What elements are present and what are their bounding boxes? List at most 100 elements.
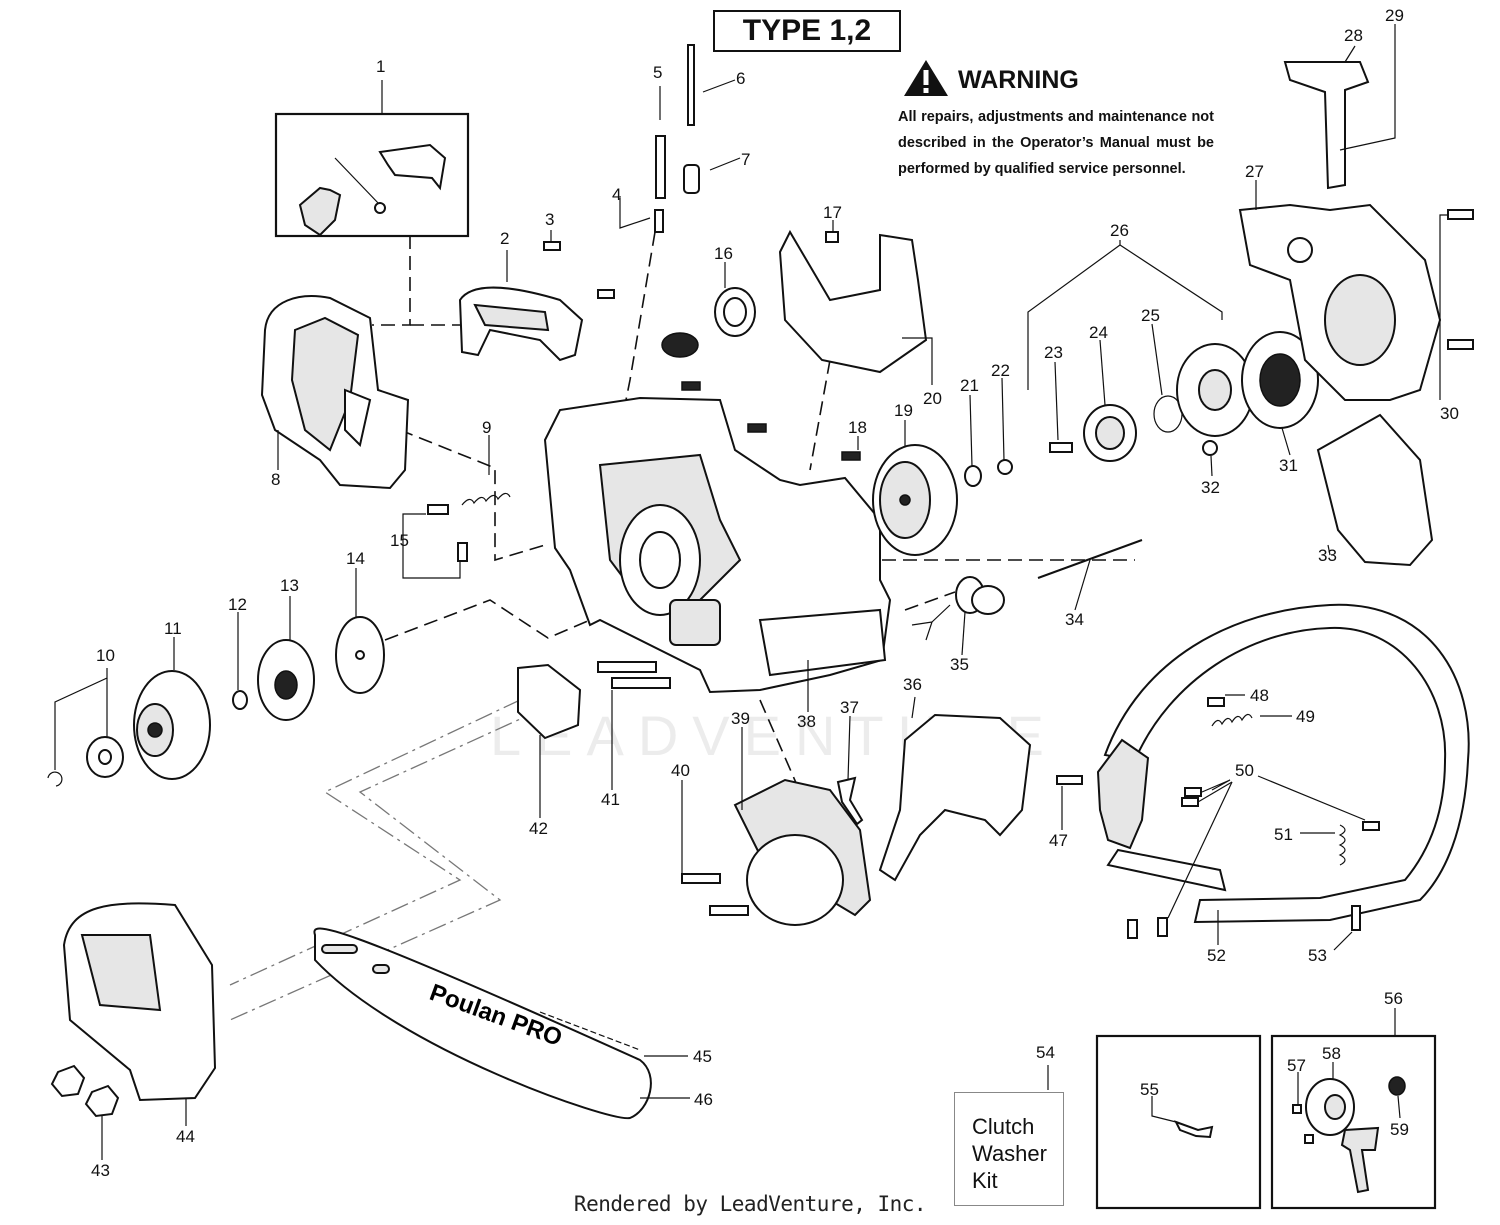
warning-triangle-icon — [904, 60, 948, 96]
screws — [427, 44, 1474, 562]
trigger-kit-box — [274, 112, 470, 238]
nuts-43 — [50, 1064, 120, 1118]
callout-45: 45 — [693, 1047, 712, 1066]
callout-57: 57 — [1287, 1056, 1306, 1075]
callout-30: 30 — [1440, 404, 1459, 423]
callout-32: 32 — [1201, 478, 1220, 497]
part-55 — [1173, 1120, 1214, 1139]
callout-11: 11 — [164, 619, 182, 638]
callout-27: 27 — [1245, 162, 1264, 181]
callout-23: 23 — [1044, 343, 1063, 362]
chain-brake-36 — [878, 713, 1032, 882]
clips-18 — [681, 381, 861, 461]
callout-42: 42 — [529, 819, 548, 838]
callout-49: 49 — [1296, 707, 1315, 726]
kit-box-56 — [1270, 1034, 1437, 1210]
callout-24: 24 — [1089, 323, 1108, 342]
starter-parts — [1083, 331, 1319, 462]
warning-heading: WARNING — [958, 66, 1079, 94]
starter-handle-28 — [1283, 61, 1370, 190]
callout-2: 2 — [500, 229, 509, 248]
callout-5: 5 — [653, 63, 662, 82]
front-handle-52 — [1103, 603, 1470, 924]
callout-20: 20 — [923, 389, 942, 408]
callout-46: 46 — [694, 1090, 713, 1109]
guide-bar-46: Poulan PRO — [313, 927, 652, 1120]
footer-credit: Rendered by LeadVenture, Inc. — [573, 1192, 927, 1216]
callout-38: 38 — [797, 712, 816, 731]
brake-band-39 — [733, 778, 872, 926]
shield-20 — [778, 229, 928, 374]
callout-43: 43 — [91, 1161, 110, 1180]
callout-28: 28 — [1344, 26, 1363, 45]
callout-1: 1 — [376, 57, 385, 76]
flywheel-19 — [872, 444, 958, 556]
handle-cover-2 — [458, 286, 584, 362]
callout-40: 40 — [671, 761, 690, 780]
rear-handle-8 — [260, 295, 410, 490]
callout-9: 9 — [482, 418, 491, 437]
callout-4: 4 — [612, 185, 621, 204]
callout-22: 22 — [991, 361, 1010, 380]
callout-37: 37 — [840, 698, 859, 717]
callout-48: 48 — [1250, 686, 1269, 705]
callout-51: 51 — [1274, 825, 1293, 844]
clutch-washer-kit-box: Clutch Washer Kit — [954, 1092, 1064, 1206]
callout-21: 21 — [960, 376, 979, 395]
kit-line-2: Washer — [972, 1141, 1047, 1166]
callout-8: 8 — [271, 470, 280, 489]
callout-59: 59 — [1390, 1120, 1409, 1139]
callout-18: 18 — [848, 418, 867, 437]
callout-10: 10 — [96, 646, 115, 665]
callout-25: 25 — [1141, 306, 1160, 325]
callout-16: 16 — [714, 244, 733, 263]
clutch-parts — [47, 616, 385, 787]
bolts-40-41 — [597, 661, 749, 916]
callout-15: 15 — [390, 531, 409, 550]
leader-lines — [54, 24, 1448, 1160]
callout-39: 39 — [731, 709, 750, 728]
starter-housing-27 — [1238, 203, 1442, 401]
callout-34: 34 — [1065, 610, 1084, 629]
spring-9 — [461, 492, 511, 506]
callout-54: 54 — [1036, 1043, 1055, 1062]
callout-numbers: 1 2 3 4 5 6 7 8 9 10 11 12 13 14 15 16 1… — [91, 6, 1459, 1180]
callout-55: 55 — [1140, 1080, 1159, 1099]
crankcase-38 — [543, 396, 892, 694]
callout-13: 13 — [280, 576, 299, 595]
kit-box-55 — [1095, 1034, 1262, 1210]
callout-3: 3 — [545, 210, 554, 229]
callout-29: 29 — [1385, 6, 1404, 25]
warning-text: All repairs, adjustments and maintenance… — [898, 109, 1214, 177]
assembly-lines — [229, 231, 1135, 1021]
handle-parts-47-51 — [1056, 697, 1380, 939]
cover-33 — [1316, 413, 1434, 567]
callout-50: 50 — [1235, 761, 1254, 780]
callout-47: 47 — [1049, 831, 1068, 850]
filter-16 — [661, 287, 756, 358]
callout-36: 36 — [903, 675, 922, 694]
callout-26: 26 — [1110, 221, 1129, 240]
washer-21 — [964, 465, 982, 487]
bar-cover-44 — [62, 902, 217, 1102]
callout-44: 44 — [176, 1127, 195, 1146]
callout-31: 31 — [1279, 456, 1298, 475]
diagram-title: TYPE 1,2 — [713, 10, 901, 52]
fitting-35 — [911, 576, 1005, 641]
callout-58: 58 — [1322, 1044, 1341, 1063]
callout-12: 12 — [228, 595, 247, 614]
callout-35: 35 — [950, 655, 969, 674]
callout-7: 7 — [741, 150, 750, 169]
callout-6: 6 — [736, 69, 745, 88]
callout-53: 53 — [1308, 946, 1327, 965]
parts-57-59 — [1292, 1076, 1406, 1194]
lever-37 — [836, 776, 864, 826]
kit-line-3: Kit — [972, 1168, 998, 1193]
kit-line-1: Clutch — [972, 1114, 1035, 1139]
plate-42 — [517, 663, 582, 740]
callout-19: 19 — [894, 401, 913, 420]
rod-34 — [1037, 539, 1143, 579]
callout-41: 41 — [601, 790, 620, 809]
trigger-kit-parts — [298, 143, 447, 237]
